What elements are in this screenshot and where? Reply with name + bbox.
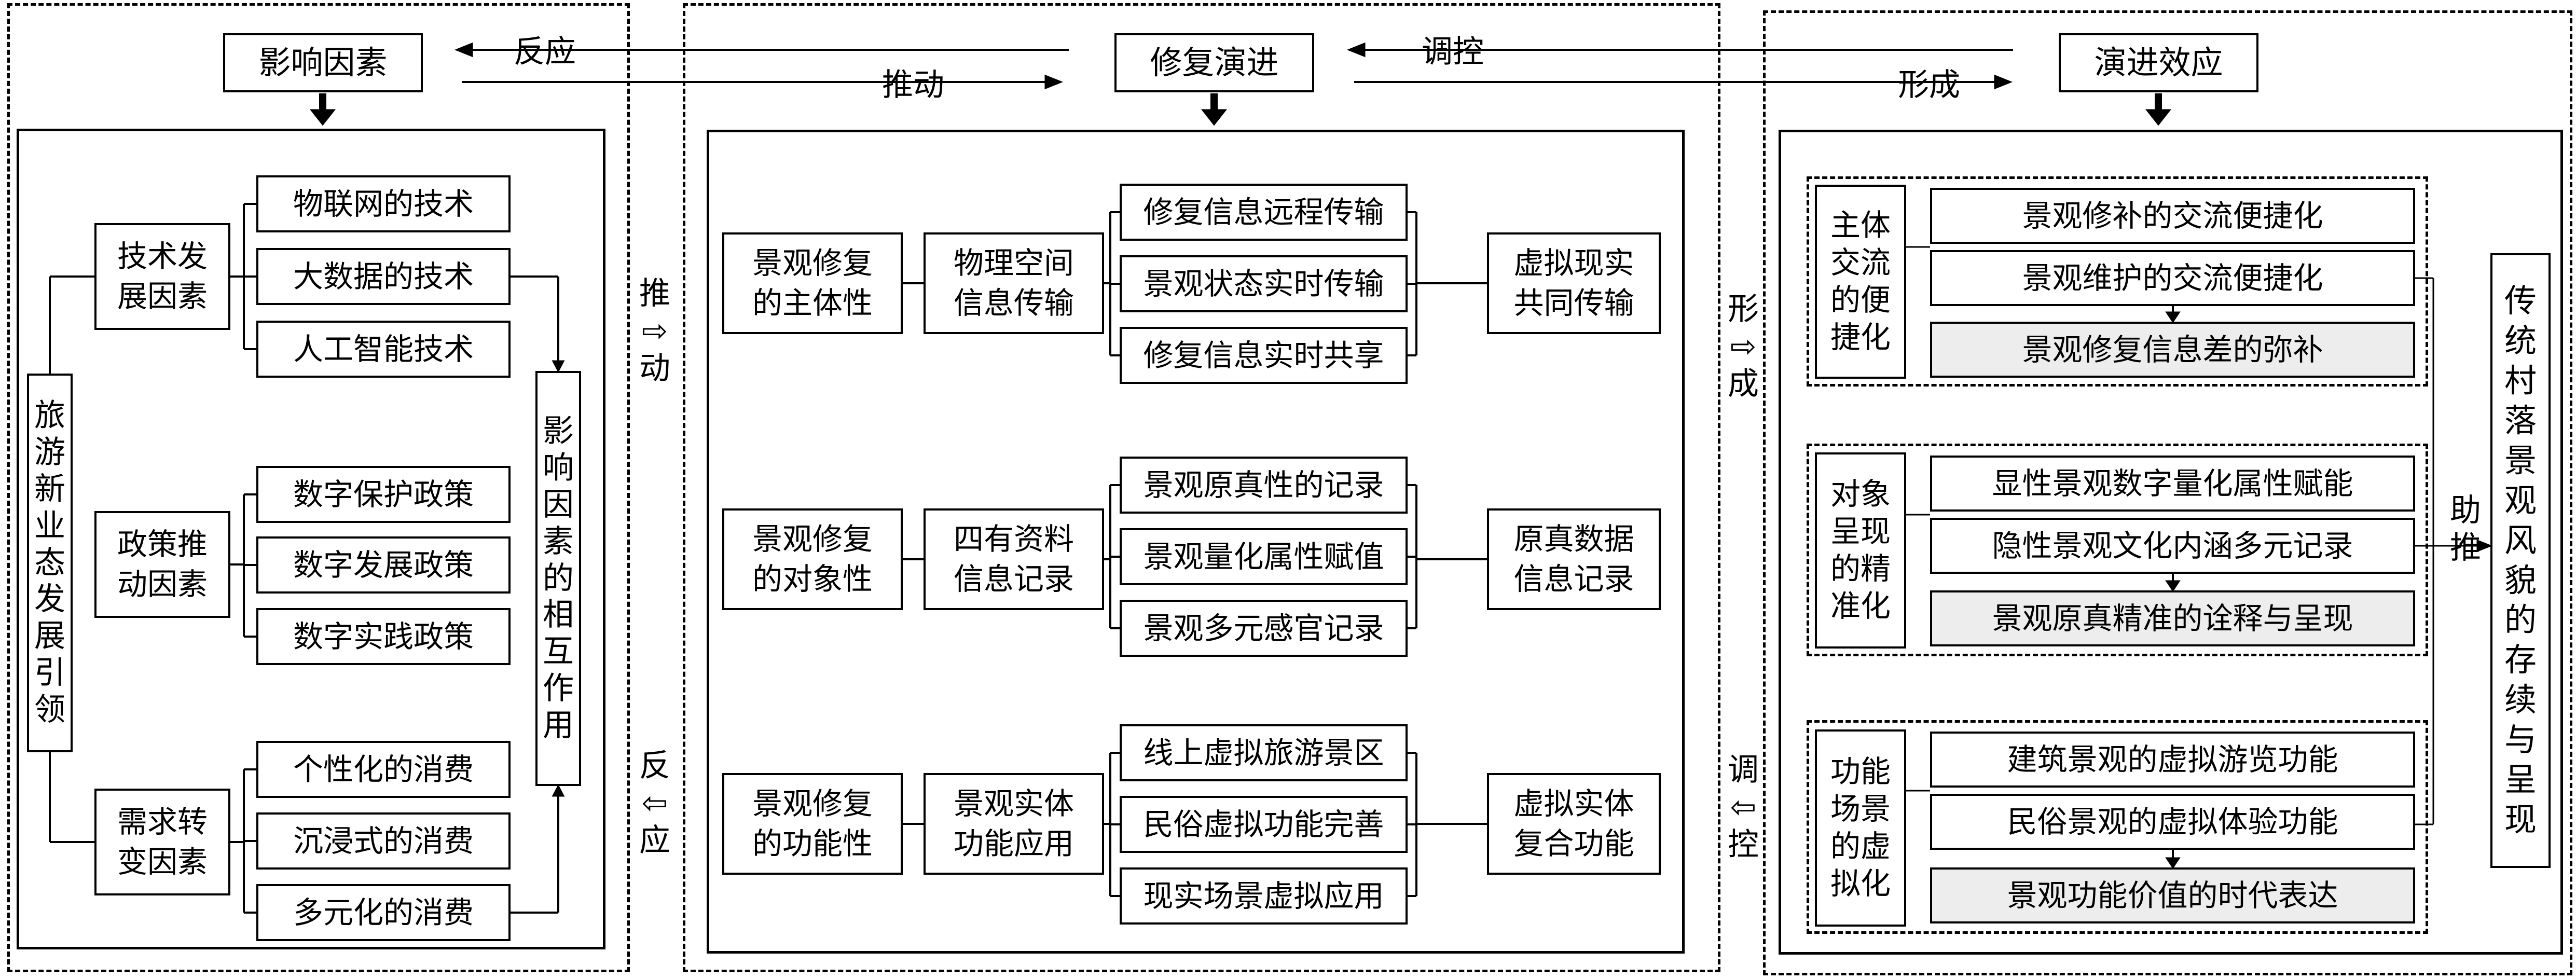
factor-item: 数字实践政策 bbox=[256, 608, 511, 665]
gap-push-label: 推 ⇨ 动 bbox=[639, 275, 670, 387]
factor-item: 数字保护政策 bbox=[256, 466, 511, 523]
effect-item-result: 景观功能价值的时代表达 bbox=[1930, 867, 2415, 923]
repair-method-box: 景观实体 功能应用 bbox=[924, 773, 1104, 875]
factor-item: 大数据的技术 bbox=[256, 248, 511, 305]
factor-item: 多元化的消费 bbox=[256, 884, 511, 941]
repair-item: 景观多元感官记录 bbox=[1120, 600, 1408, 657]
repair-item: 民俗虚拟功能完善 bbox=[1120, 796, 1408, 853]
effect-group-1-frame bbox=[1807, 176, 2428, 387]
effect-item: 景观修补的交流便捷化 bbox=[1930, 188, 2415, 244]
label-tuidong: 推动 bbox=[882, 67, 944, 103]
repair-title: 修复演进 bbox=[1114, 33, 1314, 92]
factor-item: 人工智能技术 bbox=[256, 321, 511, 378]
effect-title: 演进效应 bbox=[2059, 33, 2258, 92]
effect-item: 建筑景观的虚拟游览功能 bbox=[1930, 732, 2415, 788]
repair-subject-box: 景观修复 的主体性 bbox=[722, 232, 903, 334]
tourism-guide-box: 旅 游 新 业 态 发 展 引 领 bbox=[27, 374, 73, 752]
repair-frame bbox=[707, 130, 1685, 954]
effect-group-name: 功能 场景 的虚 拟化 bbox=[1815, 729, 1906, 927]
repair-panel bbox=[683, 3, 1720, 972]
effect-panel bbox=[1763, 10, 2572, 975]
repair-result-box: 虚拟现实 共同传输 bbox=[1487, 232, 1661, 334]
zhutui-label: 助 推 bbox=[2450, 492, 2481, 566]
effect-item: 景观维护的交流便捷化 bbox=[1930, 250, 2415, 306]
repair-item: 线上虚拟旅游景区 bbox=[1120, 724, 1408, 781]
arrowhead bbox=[2476, 539, 2493, 553]
factor-item: 数字发展政策 bbox=[256, 536, 511, 594]
repair-item: 现实场景虚拟应用 bbox=[1120, 867, 1408, 925]
repair-result-box: 原真数据 信息记录 bbox=[1487, 508, 1661, 610]
repair-item: 修复信息远程传输 bbox=[1120, 184, 1408, 241]
effect-group-name: 对象 呈现 的精 准化 bbox=[1815, 452, 1906, 649]
down-arrowhead bbox=[2165, 857, 2181, 869]
effect-group-2-frame bbox=[1807, 444, 2428, 656]
arrow-right-head bbox=[1994, 74, 2013, 90]
repair-result-box: 虚拟实体 复合功能 bbox=[1487, 773, 1661, 875]
factors-title: 影响因素 bbox=[223, 33, 423, 92]
effect-item-result: 景观原真精准的诠释与呈现 bbox=[1930, 590, 2415, 646]
down-arrow-head bbox=[309, 109, 336, 126]
interaction-box: 影 响 因 素 的 相 互 作 用 bbox=[535, 371, 581, 786]
label-fanying: 反应 bbox=[514, 34, 576, 70]
gap-react-label: 反 ⇦ 应 bbox=[639, 748, 670, 859]
effect-item: 显性景观数字量化属性赋能 bbox=[1930, 456, 2415, 512]
factors-panel bbox=[7, 3, 630, 972]
repair-subject-box: 景观修复 的对象性 bbox=[722, 508, 903, 610]
repair-subject-box: 景观修复 的功能性 bbox=[722, 773, 903, 875]
repair-method-box: 物理空间 信息传输 bbox=[924, 232, 1104, 334]
effect-item: 民俗景观的虚拟体验功能 bbox=[1930, 794, 2415, 850]
repair-item: 景观量化属性赋值 bbox=[1120, 528, 1408, 585]
down-arrow-head bbox=[2145, 109, 2172, 126]
label-tiaokong: 调控 bbox=[1422, 34, 1484, 70]
final-outcome-box: 传 统 村 落 景 观 风 貌 的 存 续 与 呈 现 bbox=[2490, 253, 2551, 868]
arrowhead bbox=[552, 784, 565, 797]
effect-item: 隐性景观文化内涵多元记录 bbox=[1930, 518, 2415, 574]
gap-regulate-label: 调 ⇦ 控 bbox=[1728, 752, 1759, 863]
factor-item: 物联网的技术 bbox=[256, 175, 511, 232]
effect-frame bbox=[1779, 130, 2563, 955]
factors-frame bbox=[17, 129, 605, 949]
repair-method-box: 四有资料 信息记录 bbox=[924, 508, 1104, 610]
arrowhead bbox=[552, 360, 565, 373]
gap-form-label: 形 ⇨ 成 bbox=[1728, 291, 1759, 402]
down-arrowhead bbox=[2165, 311, 2181, 323]
repair-item: 修复信息实时共享 bbox=[1120, 327, 1408, 384]
arrow-left-head bbox=[1346, 42, 1366, 58]
arrow-left-head bbox=[454, 42, 473, 58]
effect-group-3-frame bbox=[1807, 720, 2428, 934]
down-arrow-head bbox=[1201, 109, 1228, 126]
down-arrowhead bbox=[2165, 580, 2181, 592]
factor-group-tech: 技术发 展因素 bbox=[94, 223, 230, 330]
arrow-right-head bbox=[1044, 74, 1064, 90]
factor-group-policy: 政策推 动因素 bbox=[94, 511, 230, 618]
factor-item: 沉浸式的消费 bbox=[256, 812, 511, 870]
effect-group-name: 主体 交流 的便 捷化 bbox=[1815, 185, 1906, 379]
factor-item: 个性化的消费 bbox=[256, 741, 511, 798]
repair-item: 景观状态实时传输 bbox=[1120, 255, 1408, 312]
factor-group-demand: 需求转 变因素 bbox=[94, 789, 230, 895]
label-xingcheng: 形成 bbox=[1898, 67, 1960, 103]
repair-item: 景观原真性的记录 bbox=[1120, 457, 1408, 514]
effect-item-result: 景观修复信息差的弥补 bbox=[1930, 322, 2415, 378]
